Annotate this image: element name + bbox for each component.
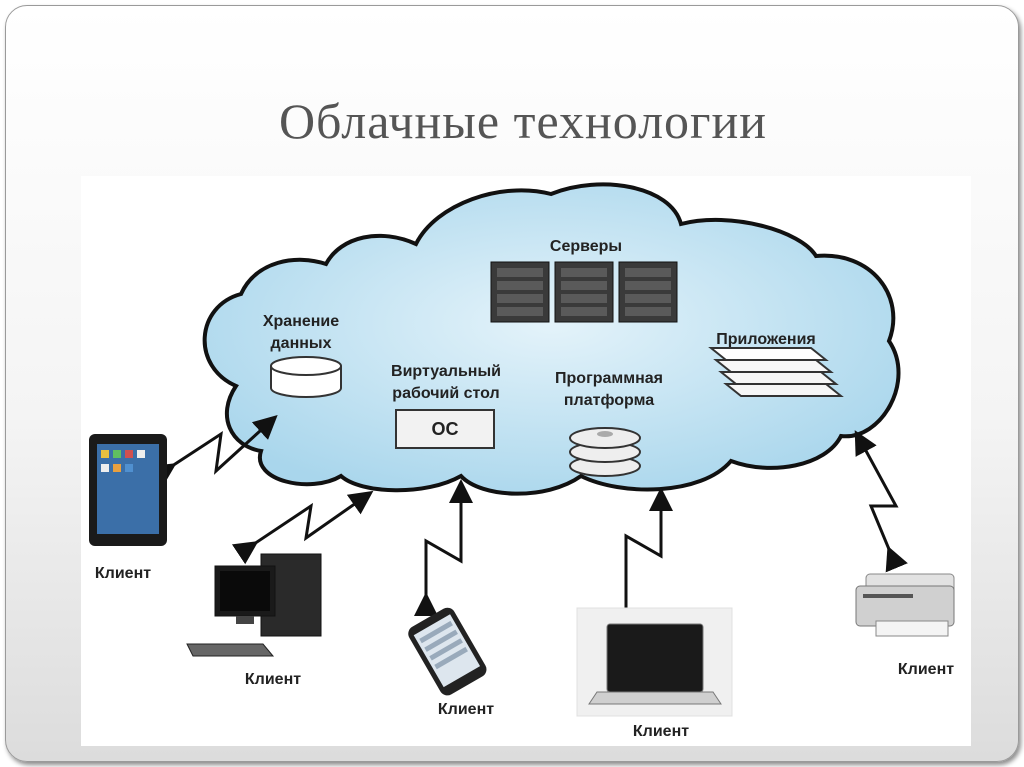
layers-icon bbox=[708, 347, 844, 397]
servers-icon bbox=[490, 261, 678, 323]
client-label-smartphone: Клиент bbox=[438, 701, 494, 718]
platform-label-line1: Программная bbox=[555, 370, 663, 387]
os-box bbox=[395, 409, 495, 449]
laptop-icon bbox=[576, 607, 733, 717]
os-label: ОС bbox=[432, 419, 459, 439]
database-icon bbox=[270, 356, 342, 398]
applications-label: Приложения bbox=[716, 331, 816, 348]
slide: Облачные технологии Серверы bbox=[5, 5, 1019, 762]
client-label-laptop: Клиент bbox=[633, 723, 689, 740]
disk-stack-icon bbox=[569, 427, 641, 477]
tablet-icon bbox=[89, 434, 167, 546]
virtual-desktop-label-line2: рабочий стол bbox=[392, 385, 499, 402]
platform-label-line2: платформа bbox=[564, 392, 654, 409]
storage-label-line1: Хранение bbox=[263, 313, 339, 330]
printer-icon bbox=[855, 573, 955, 637]
storage-label-line2: данных bbox=[271, 335, 332, 352]
virtual-desktop-label-line1: Виртуальный bbox=[391, 363, 501, 380]
connection-arrows bbox=[149, 414, 908, 629]
cloud-diagram: Серверы Хранение данных Виртуальн bbox=[81, 176, 971, 746]
cloud-shape bbox=[202, 182, 901, 496]
slide-title: Облачные технологии bbox=[278, 93, 768, 149]
client-label-tablet: Клиент bbox=[95, 565, 151, 582]
client-label-desktop: Клиент bbox=[245, 671, 301, 688]
smartphone-icon bbox=[408, 607, 487, 696]
servers-label: Серверы bbox=[550, 238, 622, 255]
desktop-computer-icon bbox=[186, 553, 322, 657]
client-label-printer: Клиент bbox=[898, 661, 954, 678]
